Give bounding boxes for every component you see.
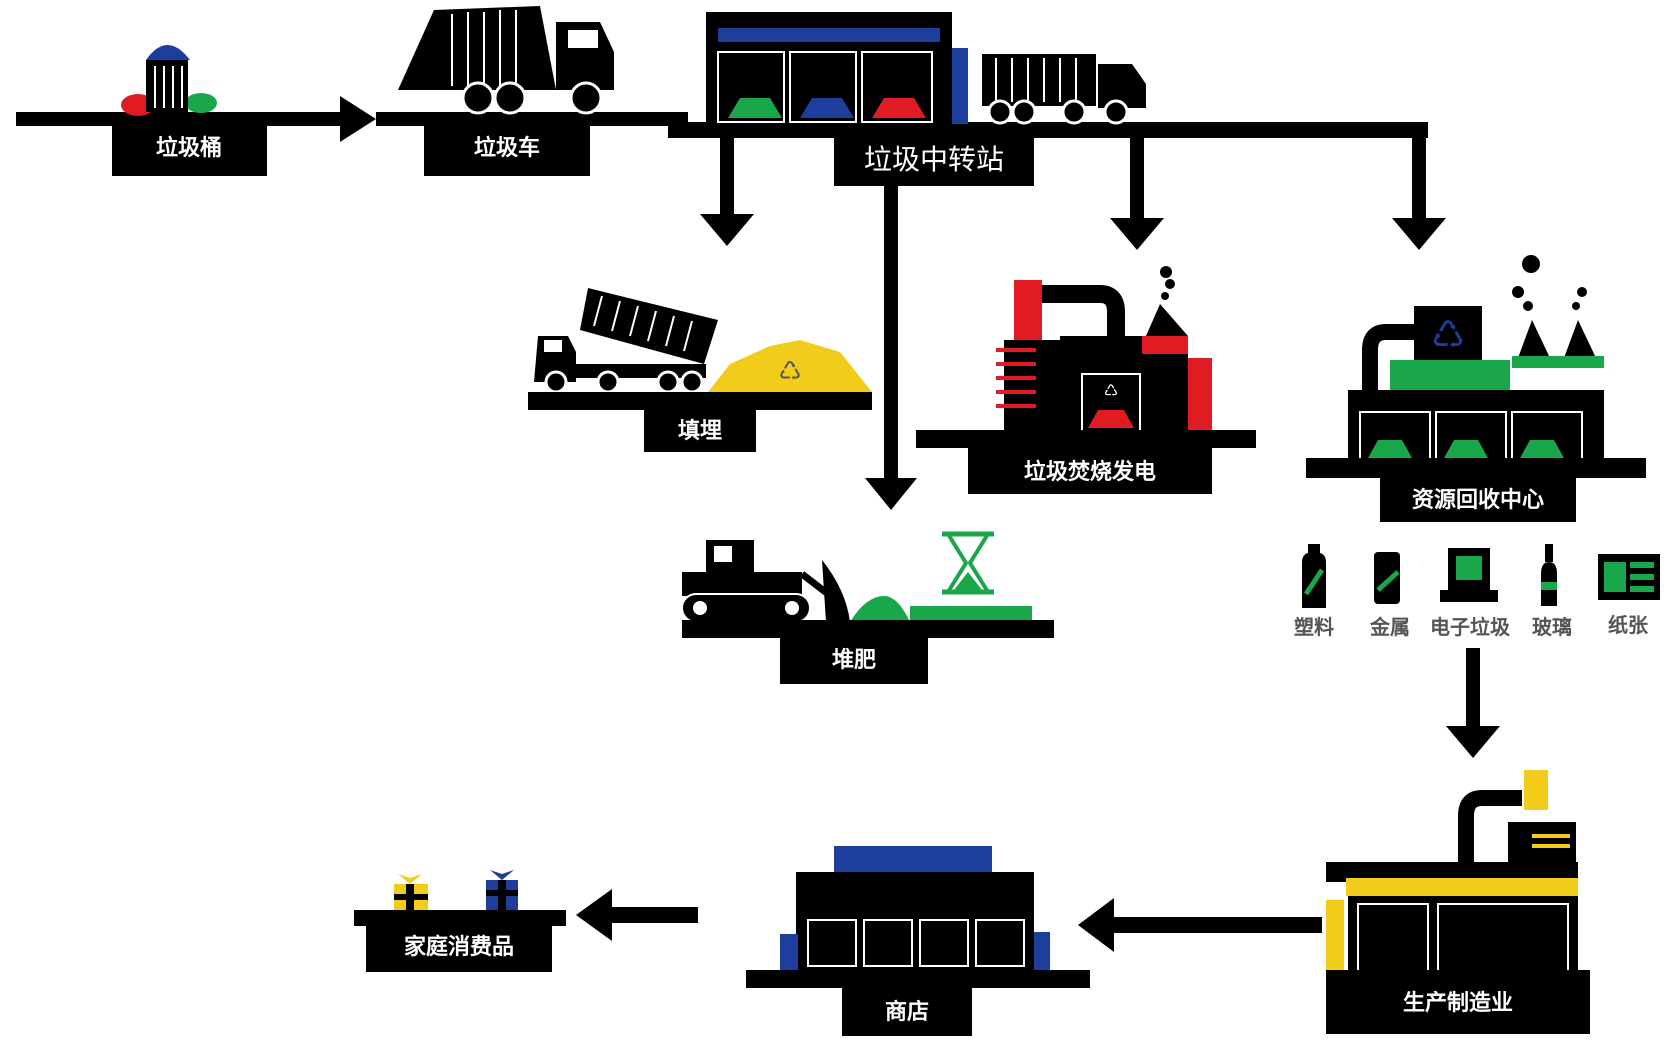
computer-icon — [1440, 548, 1498, 602]
manufacturing-label: 生产制造业 — [1403, 991, 1513, 1016]
arrow-transfer-to-incineration — [1110, 136, 1164, 250]
arrow-transfer-to-compost — [865, 180, 917, 510]
store-label-plate: 商店 — [842, 986, 972, 1036]
recycling-plant-recycle-symbol: ♺ — [1431, 313, 1465, 357]
compost-shelf — [682, 620, 1054, 638]
trash-bin-icon — [121, 45, 217, 116]
truck-label: 垃圾车 — [474, 135, 540, 161]
store-icon — [780, 846, 1050, 974]
arrow-store-to-household — [576, 889, 698, 941]
gift-box-icon — [394, 870, 518, 912]
bulldozer-icon — [681, 531, 1032, 623]
recycling-label: 资源回收中心 — [1412, 487, 1544, 513]
arrow-transfer-to-recycling — [1392, 136, 1446, 250]
landfill-label-plate: 填埋 — [644, 406, 756, 452]
node-transfer: 垃圾中转站 — [706, 12, 1146, 186]
material-label-plastic: 塑料 — [1294, 615, 1334, 639]
incineration-label-plate: 垃圾焚烧发电 — [968, 446, 1212, 494]
plastic-bottle-icon — [1302, 544, 1326, 608]
metal-can-icon — [1374, 552, 1400, 604]
node-manufacturing: 生产制造业 — [1326, 770, 1590, 1034]
dump-truck-icon: ♺ — [534, 288, 872, 394]
flow-arrows — [16, 96, 1500, 952]
node-household: 家庭消费品 — [354, 870, 566, 972]
material-metal: 金属 — [1369, 552, 1410, 639]
store-label: 商店 — [885, 999, 929, 1025]
transfer-label: 垃圾中转站 — [864, 143, 1004, 176]
material-glass: 玻璃 — [1532, 544, 1572, 639]
materials-row: 塑料 金属 电子垃圾 玻璃 — [1294, 544, 1660, 639]
household-label-plate: 家庭消费品 — [366, 920, 552, 972]
bin-label-plate: 垃圾桶 — [112, 120, 267, 176]
landfill-recycle-symbol: ♺ — [778, 357, 801, 387]
incinerator-recycle-symbol: ♺ — [1104, 381, 1118, 400]
compost-label: 堆肥 — [832, 648, 876, 673]
material-ewaste: 电子垃圾 — [1430, 548, 1511, 639]
material-label-ewaste: 电子垃圾 — [1430, 615, 1511, 639]
arrow-recycling-to-manufacturing — [1446, 648, 1500, 758]
node-compost: 堆肥 — [681, 531, 1054, 684]
recycling-label-plate: 资源回收中心 — [1380, 476, 1576, 522]
material-paper: 纸张 — [1598, 554, 1660, 637]
glass-bottle-icon — [1541, 544, 1557, 606]
factory-icon — [1326, 770, 1578, 976]
hourglass-icon — [942, 531, 994, 595]
landfill-shelf — [528, 392, 872, 410]
recycling-shelf — [1306, 458, 1646, 478]
manufacturing-label-plate: 生产制造业 — [1326, 970, 1590, 1034]
incineration-label: 垃圾焚烧发电 — [1024, 459, 1156, 485]
node-incineration: ♺ 垃圾焚烧发电 — [916, 266, 1256, 494]
transfer-station-icon — [706, 12, 1146, 126]
material-label-glass: 玻璃 — [1532, 615, 1572, 639]
household-label: 家庭消费品 — [404, 934, 514, 960]
garbage-truck-icon — [398, 6, 614, 115]
material-label-metal: 金属 — [1369, 615, 1410, 639]
recycling-plant-icon: ♺ — [1348, 255, 1604, 464]
truck-label-plate: 垃圾车 — [424, 120, 590, 176]
landfill-label: 填埋 — [678, 419, 722, 444]
arrow-transfer-to-landfill — [700, 136, 754, 246]
node-landfill: ♺ 填埋 — [528, 288, 872, 452]
incinerator-icon: ♺ — [996, 266, 1212, 433]
node-bin: 垃圾桶 — [112, 45, 267, 176]
compost-label-plate: 堆肥 — [780, 634, 928, 684]
incineration-shelf — [916, 430, 1256, 448]
node-recycling: ♺ 资源回收中心 — [1306, 255, 1646, 522]
newspaper-icon — [1598, 554, 1660, 600]
transfer-label-plate: 垃圾中转站 — [834, 136, 1034, 186]
node-store: 商店 — [746, 846, 1090, 1036]
arrow-manufacturing-to-store — [1078, 898, 1322, 952]
bin-label: 垃圾桶 — [156, 135, 222, 161]
store-shelf — [746, 970, 1090, 988]
material-label-paper: 纸张 — [1608, 613, 1649, 637]
node-truck: 垃圾车 — [398, 6, 614, 176]
material-plastic: 塑料 — [1294, 544, 1334, 639]
